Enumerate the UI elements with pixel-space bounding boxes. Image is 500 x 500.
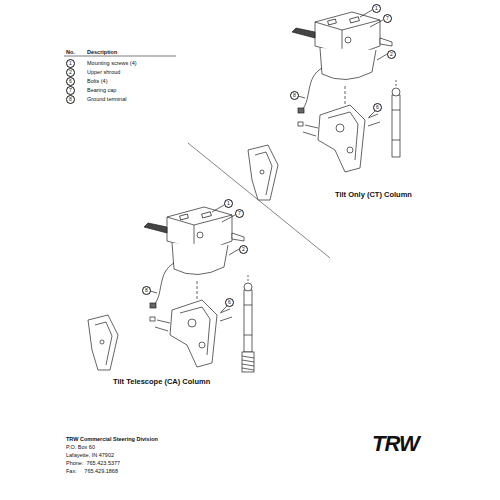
callout-number: 6 xyxy=(225,298,234,307)
callout-number: 1 xyxy=(224,199,233,208)
callout-number: 2 xyxy=(239,245,248,254)
callout-number: 7 xyxy=(66,86,75,95)
column-title: Tilt Only (CT) Column xyxy=(335,191,412,199)
address-line: Lafayette, IN 47902 xyxy=(66,452,114,458)
address-line: Fax: 765.429.1868 xyxy=(66,468,118,474)
callout-number: 6 xyxy=(373,103,382,112)
table-header: No. xyxy=(66,49,75,55)
address-line: P.O. Box 60 xyxy=(66,444,95,450)
part-description: Bearing cap xyxy=(87,87,116,93)
callout-number: 8 xyxy=(290,91,299,100)
callout-number: 1 xyxy=(372,4,381,13)
table-header: Description xyxy=(87,49,117,55)
address-line: Phone: 765.423.5377 xyxy=(66,460,120,466)
callout-number: 6 xyxy=(66,77,75,86)
callout-number: 1 xyxy=(66,59,75,68)
part-description: Upper shroud xyxy=(87,69,120,75)
callout-number: 7 xyxy=(383,14,392,23)
company-logo: TRW xyxy=(372,432,419,456)
column-title: Tilt Telescope (CA) Column xyxy=(113,378,210,386)
callout-number: 8 xyxy=(66,95,75,104)
callout-number: 2 xyxy=(387,50,396,59)
callout-number: 2 xyxy=(66,68,75,77)
part-description: Mounting screws (4) xyxy=(87,60,137,66)
part-description: Ground terminal xyxy=(87,96,126,102)
callout-number: 7 xyxy=(235,209,244,218)
part-description: Bolts (4) xyxy=(87,78,107,84)
callout-number: 8 xyxy=(142,286,151,295)
address-line: TRW Commercial Steering Division xyxy=(66,436,158,442)
